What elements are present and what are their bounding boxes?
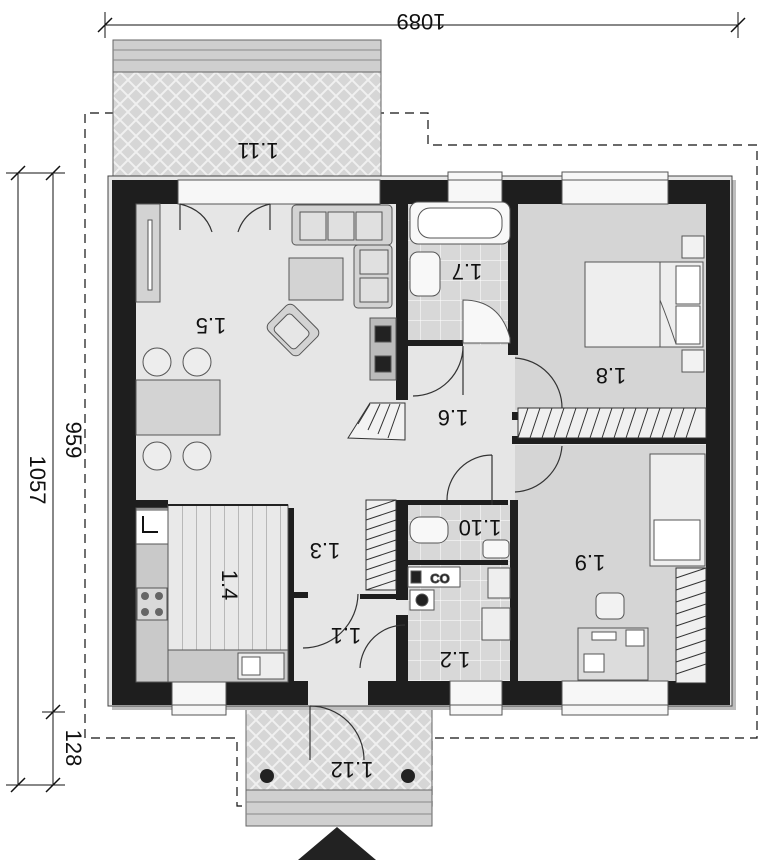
shower: [462, 299, 511, 344]
bathroom-fixtures: [409, 201, 511, 344]
left-dimension-1057: 1057: [25, 456, 50, 505]
bedroom-2-furniture: [577, 453, 706, 681]
terrace: [112, 39, 382, 179]
co-label: CO: [430, 571, 450, 586]
label-hall: 1.6: [438, 405, 469, 430]
top-dimension: 1089: [97, 9, 746, 38]
label-wc: 1.10: [459, 515, 502, 540]
label-bathroom: 1.7: [452, 259, 483, 284]
door-swings: [234, 345, 563, 761]
dining-chairs: [142, 347, 212, 471]
kitchen: [135, 507, 289, 683]
roof-outline: [84, 112, 758, 807]
fridge: [135, 509, 169, 545]
desk-chair: [595, 592, 625, 620]
wc-fixtures: [409, 516, 510, 559]
boiler-fixtures: CO: [407, 566, 511, 641]
left-dimensions: 959 1057 128: [6, 165, 86, 793]
living-furniture: [135, 203, 397, 471]
label-stairs: 1.4: [217, 570, 242, 601]
windows: [171, 171, 669, 716]
label-boiler: 1.2: [440, 647, 471, 672]
armchair: [266, 303, 320, 357]
label-corridor: 1.3: [310, 538, 341, 563]
coffee-table: [288, 257, 344, 301]
wardrobe-bedroom: [517, 407, 707, 439]
entrance-arrow: [298, 827, 376, 860]
main-stairs: [167, 504, 289, 651]
label-bedroom-bottom: 1.9: [575, 550, 606, 575]
cooktop: [136, 587, 168, 621]
dining-table: [135, 379, 221, 436]
porch-column-right: [401, 769, 415, 783]
top-dimension-label: 1089: [397, 9, 446, 34]
label-bedroom-top: 1.8: [596, 363, 627, 388]
left-dimension-959: 959: [61, 422, 86, 459]
label-porch: 1.12: [331, 757, 374, 782]
double-bed: [584, 235, 705, 373]
room-labels: 1.11 1.5 1.7 1.8 1.6 1.4 1.3 1.10 1.9 1.…: [196, 138, 627, 782]
label-entry: 1.1: [331, 623, 362, 648]
terrace-doors[interactable]: [179, 203, 271, 233]
porch: [245, 707, 433, 827]
left-dimension-128: 128: [61, 730, 86, 767]
wardrobe-bedroom-2: [675, 567, 707, 684]
wardrobes: [365, 407, 707, 684]
attic-stair: [347, 402, 406, 441]
label-living: 1.5: [196, 313, 227, 338]
small-basin: [482, 539, 510, 559]
label-terrace: 1.11: [237, 138, 278, 163]
porch-column-left: [260, 769, 274, 783]
washbasin: [409, 251, 441, 297]
toilet: [409, 516, 449, 544]
